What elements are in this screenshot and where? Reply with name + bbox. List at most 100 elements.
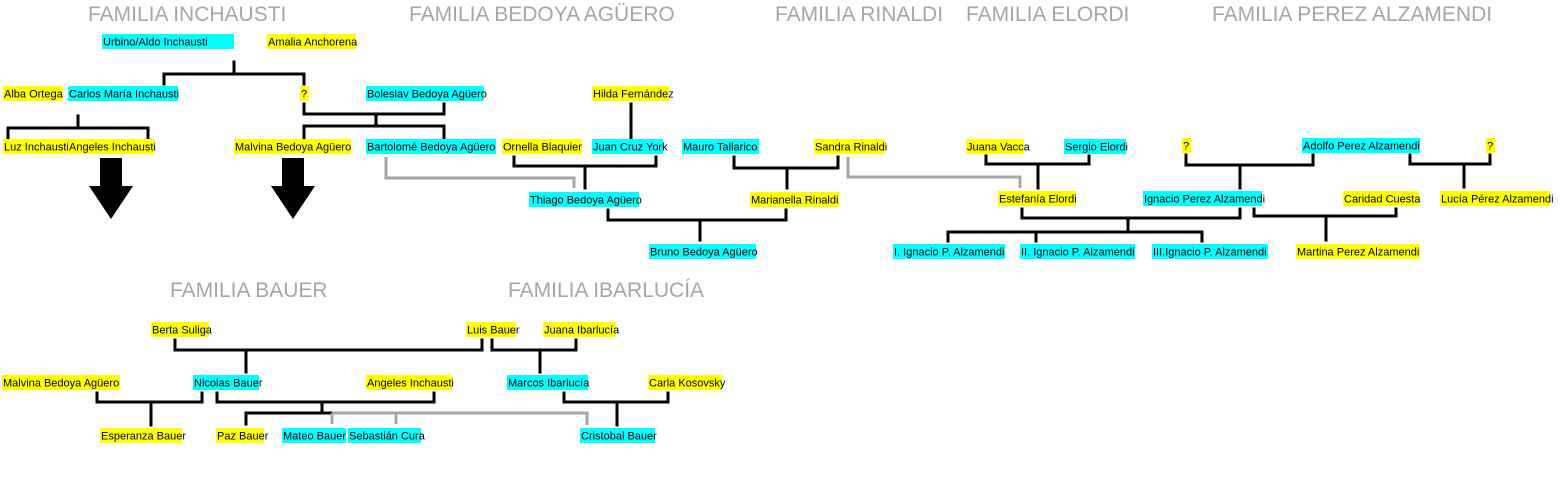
- person-name: Bartolomé Bedoya Agüero: [367, 142, 495, 154]
- person-name: Mauro Tallarico: [683, 142, 757, 154]
- person-name: Sergio Elordi: [1065, 142, 1128, 154]
- person-boleslav: Boleslav Bedoya Agüero: [366, 86, 487, 101]
- person-highlight: [267, 34, 356, 49]
- family-title-ibarlucia: FAMILIA IBARLUCÍA: [508, 279, 704, 302]
- person-name: Malvina Bedoya Agüero: [235, 142, 351, 154]
- person-name: Thiago Bedoya Agüero: [530, 195, 642, 207]
- person-name: Esperanza Bauer: [101, 431, 186, 443]
- person-highlight: [151, 322, 209, 337]
- person-adolfo: Adolfo Perez Alzamendi: [1302, 138, 1420, 153]
- person-unknown2: ?: [1182, 138, 1191, 153]
- person-name: Sebastián Cura: [349, 431, 426, 443]
- person-luz: Luz Inchausti: [3, 139, 69, 154]
- person-highlight: [1486, 138, 1495, 153]
- person-urbino: Urbino/Aldo Inchausti: [102, 34, 234, 49]
- family-title-elordi: FAMILIA ELORDI: [966, 3, 1129, 26]
- person-name: Amalia Anchorena: [268, 37, 358, 49]
- person-highlight: [814, 139, 885, 154]
- person-highlight: [102, 34, 234, 49]
- person-juancruz: Juan Cruz York: [592, 139, 668, 154]
- person-highlight: [3, 86, 63, 101]
- person-luis: Luis Bauer: [466, 322, 520, 337]
- person-name: Berta Suliga: [152, 325, 213, 337]
- person-highlight: [1152, 244, 1268, 259]
- person-highlight: [543, 322, 616, 337]
- person-highlight: [649, 244, 756, 259]
- family-title-rinaldi: FAMILIA RINALDI: [775, 3, 943, 26]
- person-name: Carla Kosovsky: [649, 378, 726, 390]
- person-estefania: Estefanía Elordi: [998, 191, 1077, 206]
- person-name: Estefanía Elordi: [999, 194, 1077, 206]
- person-name: Caridad Cuesta: [1344, 194, 1421, 206]
- arrow-down-icon: [89, 158, 133, 219]
- person-unknown1: ?: [300, 86, 309, 101]
- person-name: Juan Cruz York: [593, 142, 668, 154]
- cross-family-links: [330, 157, 1022, 425]
- person-sandra: Sandra Rinaldi: [814, 139, 887, 154]
- person-name: Urbino/Aldo Inchausti: [103, 37, 208, 49]
- person-highlight: [966, 139, 1024, 154]
- person-sebastian: Sebastián Cura: [348, 428, 426, 443]
- person-name: III.Ignacio P. Alzamendi: [1153, 247, 1267, 259]
- person-name: Angeles Inchausti: [69, 142, 156, 154]
- family-title-inchausti: FAMILIA INCHAUSTI: [88, 3, 286, 26]
- person-highlight: [216, 428, 264, 443]
- person-highlight: [648, 375, 722, 390]
- person-name: Juana Ibarlucía: [544, 325, 620, 337]
- person-esperanza: Esperanza Bauer: [100, 428, 186, 443]
- person-sergio: Sergio Elordi: [1064, 139, 1128, 154]
- person-highlight: [2, 375, 120, 390]
- person-name: Hilda Fernández: [593, 89, 674, 101]
- person-highlight: [193, 375, 259, 390]
- person-highlight: [998, 191, 1076, 206]
- person-name: II. Ignacio P. Alzamendi: [1021, 247, 1135, 259]
- person-paz: Paz Bauer: [216, 428, 269, 443]
- person-name: Martina Perez Alzamendi: [1297, 247, 1419, 259]
- person-juana_i: Juana Ibarlucía: [543, 322, 620, 337]
- person-highlight: [466, 322, 516, 337]
- person-highlight: [580, 428, 655, 443]
- person-alba: Alba Ortega: [3, 86, 64, 101]
- person-highlight: [1440, 191, 1550, 206]
- family-titles: FAMILIA INCHAUSTI FAMILIA BEDOYA AGÜERO FA…: [88, 3, 1492, 302]
- person-unknown3: ?: [1486, 138, 1495, 153]
- person-caridad: Caridad Cuesta: [1343, 191, 1421, 206]
- person-marcos: Marcos Ibarlucía: [507, 375, 590, 390]
- person-name: Alba Ortega: [4, 89, 64, 101]
- person-highlight: [1343, 191, 1419, 206]
- person-name: Marcos Ibarlucía: [508, 378, 590, 390]
- person-angeles2: Angeles Inchausti: [366, 375, 454, 390]
- person-carlos: Carlos María Inchausti: [68, 86, 179, 101]
- family-title-bauer: FAMILIA BAUER: [170, 279, 328, 302]
- person-highlight: [282, 428, 346, 443]
- person-highlight: [366, 139, 496, 154]
- person-name: ?: [301, 89, 307, 101]
- family-title-bedoya-aguero: FAMILIA BEDOYA AGÜERO: [409, 3, 675, 26]
- person-bartolome: Bartolomé Bedoya Agüero: [366, 139, 496, 154]
- person-highlight: [1182, 138, 1191, 153]
- person-nicolas: Nicolas Bauer: [193, 375, 263, 390]
- person-highlight: [234, 139, 351, 154]
- arrow-down-icon: [271, 158, 315, 219]
- person-ignacio3: III.Ignacio P. Alzamendi: [1152, 244, 1268, 259]
- person-highlight: [68, 139, 154, 154]
- person-amalia: Amalia Anchorena: [267, 34, 358, 49]
- person-malvina2: Malvina Bedoya Agüero: [2, 375, 120, 390]
- person-highlight: [3, 139, 67, 154]
- person-cristobal: Cristobal Bauer: [580, 428, 657, 443]
- person-mateo: Mateo Bauer: [282, 428, 346, 443]
- person-highlight: [1064, 139, 1126, 154]
- person-name: Ornella Blaquier: [503, 142, 582, 154]
- person-name: Adolfo Perez Alzamendi: [1303, 141, 1420, 153]
- connector-lines: [6, 60, 1492, 427]
- person-name: ?: [1487, 141, 1493, 153]
- person-name: Malvina Bedoya Agüero: [3, 378, 119, 390]
- person-name: Sandra Rinaldi: [815, 142, 887, 154]
- person-highlight: [300, 86, 309, 101]
- person-bruno: Bruno Bedoya Agüero: [649, 244, 758, 259]
- person-highlight: [1296, 244, 1420, 259]
- person-highlight: [893, 244, 1005, 259]
- person-juana_v: Juana Vacca: [966, 139, 1031, 154]
- person-name: Bruno Bedoya Agüero: [650, 247, 758, 259]
